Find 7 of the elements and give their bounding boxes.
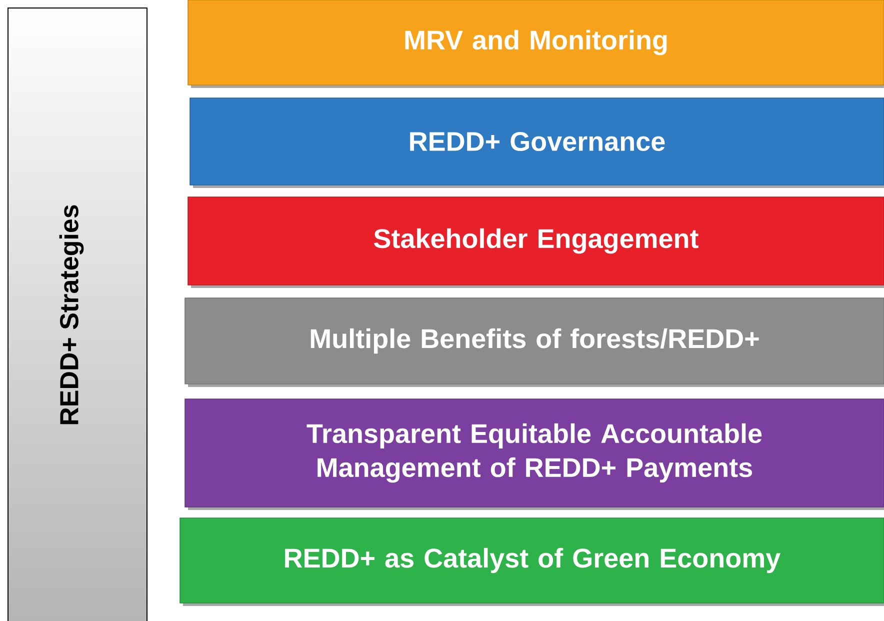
strategy-box: Stakeholder Engagement [188,196,884,288]
strategy-box: Transparent Equitable Accountable Management of REDD+ Payments [184,398,884,510]
strategy-box: REDD+ Governance [190,98,884,188]
strategy-box: Multiple Benefits of forests/REDD+ [184,298,884,387]
strategy-box: REDD+ as Catalyst of Green Economy [180,518,884,606]
strategy-box: MRV and Monitoring [188,0,884,88]
heading-band: REDD+ Strategies [8,8,148,621]
